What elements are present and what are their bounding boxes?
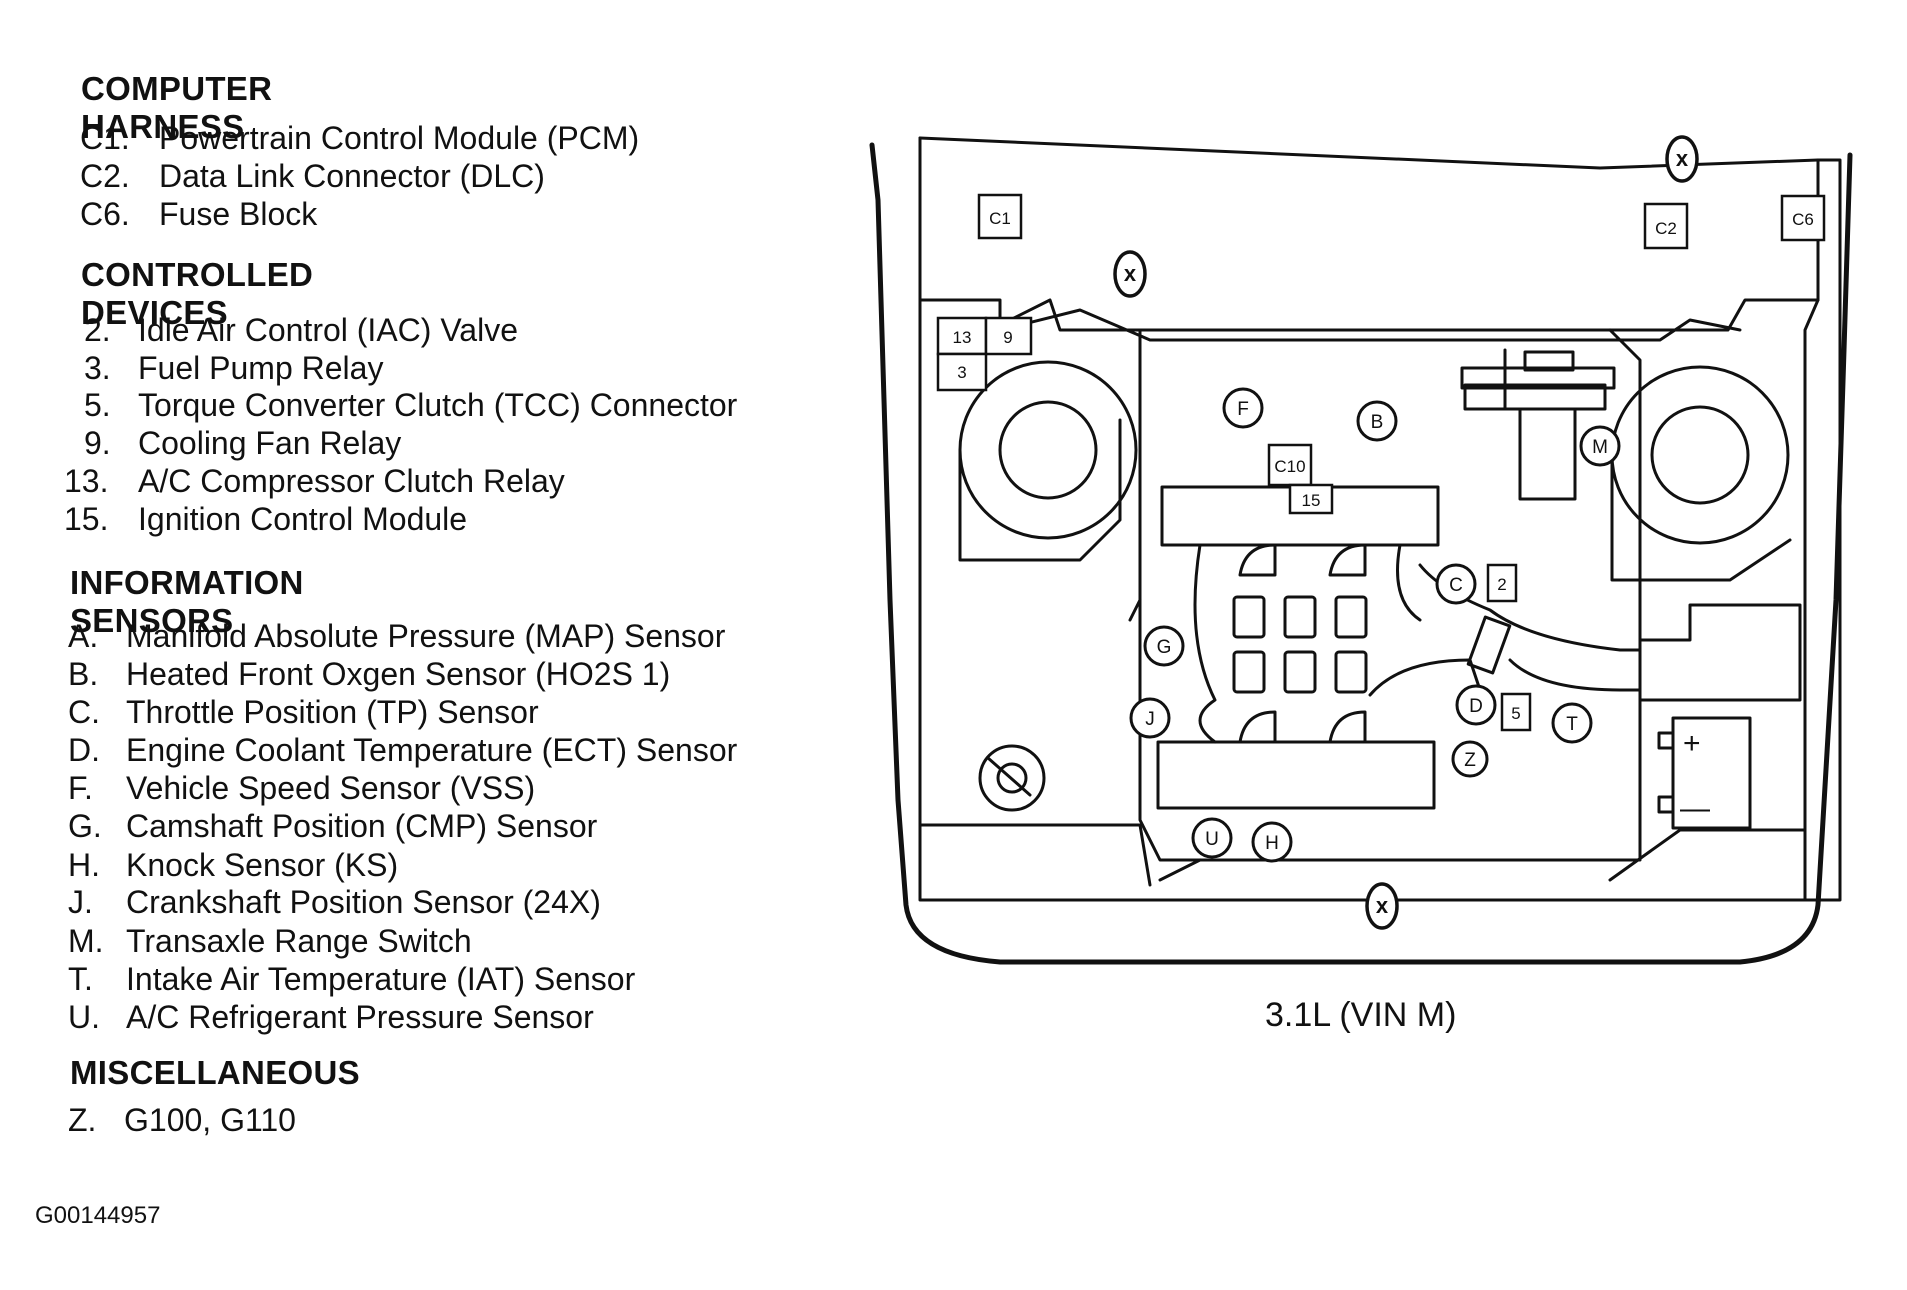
- sensor-j-label: J: [1145, 709, 1155, 730]
- section-title-computer-harness: COMPUTER HARNESS: [81, 70, 273, 145]
- sensor-g-circle: [1143, 625, 1185, 667]
- sensor-h-circle: [1251, 821, 1293, 863]
- legend-desc: A/C Compressor Clutch Relay: [138, 463, 565, 499]
- legend-code: M.: [68, 923, 104, 959]
- ground-mark-top-left: x: [1113, 250, 1147, 298]
- legend-desc: Fuse Block: [159, 196, 318, 232]
- connector-c10-label: C10: [1274, 457, 1305, 476]
- section-title-miscellaneous: MISCELLANEOUS: [70, 1054, 360, 1091]
- battery-plus-label: +: [1683, 727, 1701, 760]
- legend-code: D.: [68, 732, 100, 768]
- sensor-d-circle: [1455, 684, 1497, 726]
- legend-code: Z.: [68, 1102, 97, 1138]
- legend-desc: Ignition Control Module: [138, 501, 468, 537]
- legend-desc: Throttle Position (TP) Sensor: [126, 694, 539, 730]
- valve-2-label: 2: [1497, 575, 1506, 594]
- connector-c6-label: C6: [1792, 210, 1814, 229]
- legend-desc: G100, G110: [124, 1102, 296, 1138]
- section-title-information-sensors: INFORMATION SENSORS: [70, 564, 304, 639]
- diagram-caption: 3.1L (VIN M): [1265, 996, 1457, 1034]
- legend-code: 15.: [64, 501, 109, 537]
- switch-m-circle: [1579, 425, 1621, 467]
- sensor-j-circle: [1129, 697, 1171, 739]
- legend-code: U.: [68, 999, 100, 1035]
- legend-desc: Knock Sensor (KS): [126, 847, 399, 883]
- ground-mark-label: x: [1124, 261, 1137, 286]
- legend-desc: Heated Front Oxgen Sensor (HO2S 1): [126, 656, 671, 692]
- legend-code: J.: [68, 884, 93, 920]
- legend-code: A.: [68, 618, 99, 654]
- legend-desc: Vehicle Speed Sensor (VSS): [126, 770, 536, 806]
- connector-5-box: [1500, 692, 1532, 732]
- legend-desc: Cooling Fan Relay: [138, 425, 402, 461]
- legend-code: 5.: [84, 387, 111, 423]
- legend-code: C.: [68, 694, 100, 730]
- legend-code: H.: [68, 847, 100, 883]
- sensor-c-label: C: [1449, 575, 1463, 596]
- ground-z-label: Z: [1464, 750, 1476, 771]
- legend-code: 13.: [64, 463, 109, 499]
- legend-code: F.: [68, 770, 93, 806]
- figure-id: G00144957: [35, 1202, 161, 1229]
- relay-9-box: [984, 316, 1033, 356]
- sensor-b-circle: [1356, 400, 1398, 442]
- battery-minus-label: —: [1680, 792, 1710, 825]
- legend-desc: Intake Air Temperature (IAT) Sensor: [126, 961, 636, 997]
- sensor-d-label: D: [1469, 696, 1483, 717]
- ground-mark-top-right: x: [1665, 135, 1699, 183]
- sensor-b-label: B: [1371, 412, 1384, 433]
- legend-code: G.: [68, 808, 102, 844]
- module-15-box: [1288, 483, 1334, 515]
- legend-desc: Data Link Connector (DLC): [159, 158, 545, 194]
- legend-desc: A/C Refrigerant Pressure Sensor: [126, 999, 594, 1035]
- legend-desc: Fuel Pump Relay: [138, 350, 384, 386]
- legend-code: C1.: [80, 120, 130, 156]
- sensor-t-circle: [1551, 702, 1593, 744]
- connector-5-label: 5: [1511, 704, 1520, 723]
- sensor-u-label: U: [1205, 829, 1219, 850]
- relay-3-box: [936, 352, 988, 392]
- legend-desc: Powertrain Control Module (PCM): [159, 120, 640, 156]
- relay-9-label: 9: [1003, 328, 1012, 347]
- legend-code: C6.: [80, 196, 130, 232]
- section-title-controlled-devices: CONTROLLED DEVICES: [81, 256, 314, 331]
- legend-desc: Engine Coolant Temperature (ECT) Sensor: [126, 732, 738, 768]
- valve-2-box: [1486, 563, 1518, 603]
- connector-c1-label: C1: [989, 209, 1011, 228]
- relay-13-label: 13: [953, 328, 972, 347]
- legend-desc: Manifold Absolute Pressure (MAP) Sensor: [126, 618, 726, 654]
- legend-code: 9.: [84, 425, 111, 461]
- legend-code: 2.: [84, 312, 111, 348]
- legend-desc: Transaxle Range Switch: [126, 923, 472, 959]
- connector-c2-box: [1643, 202, 1689, 250]
- legend-desc: Torque Converter Clutch (TCC) Connector: [138, 387, 738, 423]
- legend-desc: Idle Air Control (IAC) Valve: [138, 312, 518, 348]
- connector-c2-label: C2: [1655, 219, 1677, 238]
- ground-mark-bottom: x: [1365, 882, 1399, 930]
- legend-desc: Camshaft Position (CMP) Sensor: [126, 808, 598, 844]
- sensor-u-circle: [1191, 817, 1233, 859]
- connector-c6-box: [1780, 194, 1826, 242]
- legend-code: 3.: [84, 350, 111, 386]
- connector-c1-box: [977, 193, 1023, 240]
- switch-m-label: M: [1592, 437, 1608, 458]
- legend-code: T.: [68, 961, 93, 997]
- legend-desc: Crankshaft Position Sensor (24X): [126, 884, 601, 920]
- sensor-c-circle: [1435, 563, 1477, 605]
- legend-code: B.: [68, 656, 99, 692]
- ground-mark-label: x: [1676, 146, 1689, 171]
- sensor-f-label: F: [1237, 399, 1249, 420]
- sensor-g-label: G: [1157, 637, 1172, 658]
- sensor-f-circle: [1222, 387, 1264, 429]
- sensor-t-label: T: [1566, 714, 1578, 735]
- legend-code: C2.: [80, 158, 130, 194]
- ground-mark-label: x: [1376, 893, 1389, 918]
- module-15-label: 15: [1302, 491, 1321, 510]
- connector-c10-box: [1267, 443, 1313, 487]
- relay-3-label: 3: [957, 363, 966, 382]
- sensor-h-label: H: [1265, 833, 1279, 854]
- ground-z-circle: [1451, 740, 1489, 778]
